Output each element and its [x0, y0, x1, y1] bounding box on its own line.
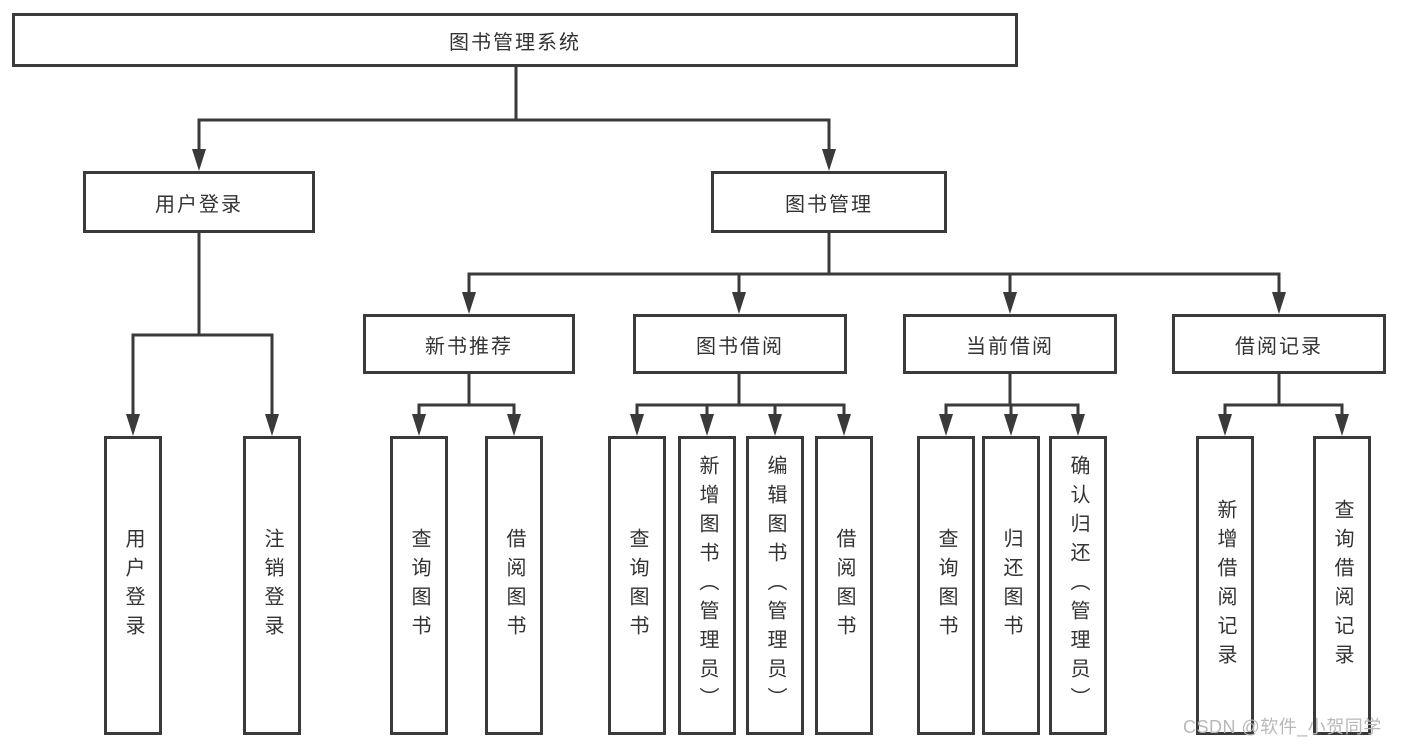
node-label: 图书管理系统	[449, 31, 581, 54]
node-label: 确认归还（管理员）	[1067, 455, 1089, 716]
leaf-confirm-return-admin: 确认归还（管理员）	[1049, 436, 1107, 735]
node-label: 图书管理	[785, 193, 873, 216]
leaf-logout: 注销登录	[243, 436, 301, 735]
node-label: 注销登录	[261, 527, 283, 644]
leaf-query-books-borrow: 查询图书	[608, 436, 666, 735]
node-label: 当前借阅	[966, 335, 1054, 358]
node-label: 借阅图书	[503, 527, 525, 644]
node-label: 借阅图书	[833, 527, 855, 644]
node-borrow-records: 借阅记录	[1172, 314, 1386, 374]
node-user-login: 用户登录	[83, 171, 315, 233]
leaf-borrow-books-recommend: 借阅图书	[485, 436, 543, 735]
node-new-book-recommend: 新书推荐	[363, 314, 575, 374]
node-label: 用户登录	[155, 193, 243, 216]
leaf-add-books-admin: 新增图书（管理员）	[678, 436, 736, 735]
node-label: 用户登录	[122, 527, 144, 644]
node-label: 图书借阅	[696, 335, 784, 358]
node-label: 新增借阅记录	[1214, 498, 1236, 673]
leaf-query-books-current: 查询图书	[917, 436, 975, 735]
node-label: 查询图书	[626, 527, 648, 644]
node-current-borrow: 当前借阅	[903, 314, 1117, 374]
leaf-return-books: 归还图书	[982, 436, 1040, 735]
node-label: 借阅记录	[1235, 335, 1323, 358]
node-root-system: 图书管理系统	[12, 13, 1018, 67]
node-label: 编辑图书（管理员）	[764, 455, 786, 716]
leaf-borrow-books: 借阅图书	[815, 436, 873, 735]
csdn-watermark: CSDN @软件_小贺同学	[1183, 717, 1382, 737]
node-book-borrow: 图书借阅	[633, 314, 847, 374]
leaf-user-login: 用户登录	[104, 436, 162, 735]
node-label: 查询借阅记录	[1331, 498, 1353, 673]
leaf-query-borrow-record: 查询借阅记录	[1313, 436, 1371, 735]
leaf-add-borrow-record: 新增借阅记录	[1196, 436, 1254, 735]
node-label: 查询图书	[935, 527, 957, 644]
node-label: 归还图书	[1000, 527, 1022, 644]
node-label: 查询图书	[408, 527, 430, 644]
leaf-query-books-recommend: 查询图书	[390, 436, 448, 735]
node-label: 新增图书（管理员）	[696, 455, 718, 716]
node-label: 新书推荐	[425, 335, 513, 358]
node-book-management: 图书管理	[711, 171, 947, 233]
leaf-edit-books-admin: 编辑图书（管理员）	[746, 436, 804, 735]
